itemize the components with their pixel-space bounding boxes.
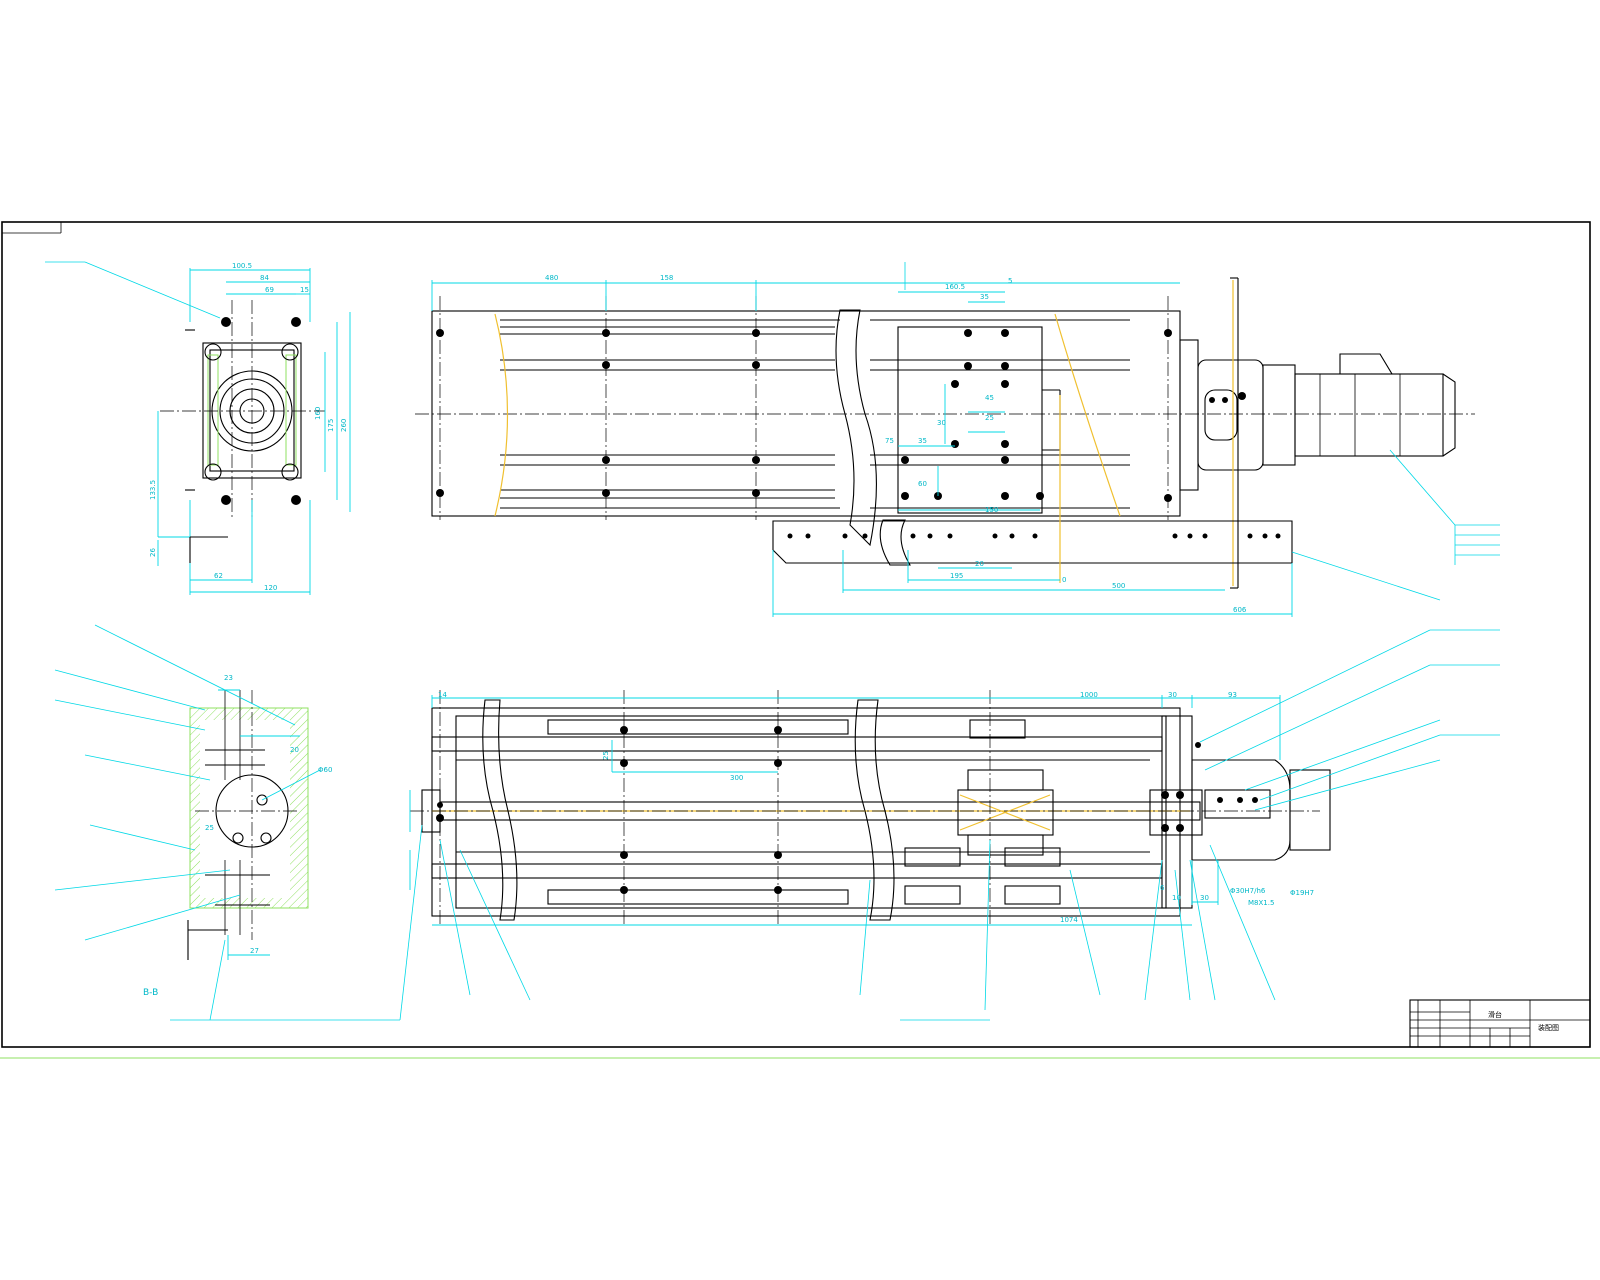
dim-100-5: 100.5	[232, 262, 252, 270]
rail-holes	[787, 533, 1281, 539]
dim-26: 26	[149, 548, 157, 557]
dim-175: 175	[327, 419, 335, 432]
dim-0: 0	[1062, 576, 1066, 584]
bottom-section-dim-text: 14 1000 30 93 300 25 1074 30 10 6 Φ30H7/…	[438, 691, 1314, 924]
front-view-leaders	[904, 262, 1500, 601]
dim-150: 150	[985, 506, 998, 514]
dim-60: 60	[918, 480, 927, 488]
bb-dim-25: 25	[205, 824, 214, 832]
front-view-dim-text: 480 158 160.5 35 5 45 25 30 75 35 60 150…	[545, 274, 1247, 614]
dim-30: 30	[937, 419, 946, 427]
dim-5: 5	[1008, 277, 1012, 285]
dim-45: 45	[985, 394, 994, 402]
bb-dim-23: 23	[224, 674, 233, 682]
dim-1000: 1000	[1080, 691, 1098, 699]
dim-25: 25	[985, 414, 994, 422]
dim-120: 120	[264, 584, 277, 592]
title-code: 装配图	[1538, 1023, 1559, 1032]
dim-260: 260	[340, 419, 348, 432]
fit-phi19: Φ19H7	[1290, 889, 1314, 897]
side-view-dim-text: 100.5 84 69 15 160 175 260 133.5 26 62 1…	[149, 262, 348, 592]
dim-195: 195	[950, 572, 963, 580]
section-bb-text: 23 20 Φ60 25 27 B-B	[143, 674, 332, 998]
dim-84: 84	[260, 274, 269, 282]
front-view-holes	[436, 329, 1246, 502]
bottom-section-holes	[436, 726, 1258, 894]
bb-dim-phi60: Φ60	[318, 766, 332, 774]
dim-62: 62	[214, 572, 223, 580]
dim-14: 14	[438, 691, 447, 699]
side-view	[160, 300, 325, 520]
bottom-section-leaders	[170, 629, 1500, 1021]
dim-35: 35	[980, 293, 989, 301]
dim-606: 606	[1233, 606, 1247, 614]
bb-dim-27: 27	[250, 947, 259, 955]
dim-133-5: 133.5	[149, 480, 157, 500]
dim-160-5: 160.5	[945, 283, 965, 291]
dim-1074: 1074	[1060, 916, 1078, 924]
section-label: B-B	[143, 988, 158, 998]
sheet-frame	[0, 221, 1600, 1059]
dim-30-b: 30	[1200, 894, 1209, 902]
section-bb	[54, 624, 321, 1021]
bottom-section-view	[410, 690, 1331, 925]
front-view-dimensions	[431, 280, 1293, 617]
dim-75: 75	[885, 437, 894, 445]
dim-300: 300	[730, 774, 743, 782]
fit-phi30: Φ30H7/h6	[1230, 887, 1266, 895]
dim-69: 69	[265, 286, 274, 294]
dim-10: 10	[1172, 894, 1181, 902]
dim-500: 500	[1112, 582, 1125, 590]
side-view-holes	[204, 317, 301, 505]
dim-20: 20	[975, 560, 984, 568]
side-view-dimensions	[45, 261, 351, 595]
title-block: 滑台 装配图	[1409, 999, 1591, 1048]
dim-93: 93	[1228, 691, 1237, 699]
bottom-section-dimensions	[409, 695, 1281, 926]
fit-m8: M8X1.5	[1248, 899, 1274, 907]
dim-160: 160	[314, 407, 322, 420]
dim-25-b: 25	[602, 751, 610, 760]
dim-6: 6	[1160, 884, 1165, 892]
dim-480: 480	[545, 274, 558, 282]
front-view	[415, 277, 1475, 589]
bb-dim-20: 20	[290, 746, 299, 754]
title-name: 滑台	[1488, 1010, 1502, 1019]
dim-158: 158	[660, 274, 673, 282]
dim-15: 15	[300, 286, 309, 294]
dim-30: 30	[1168, 691, 1177, 699]
dim-35b: 35	[918, 437, 927, 445]
